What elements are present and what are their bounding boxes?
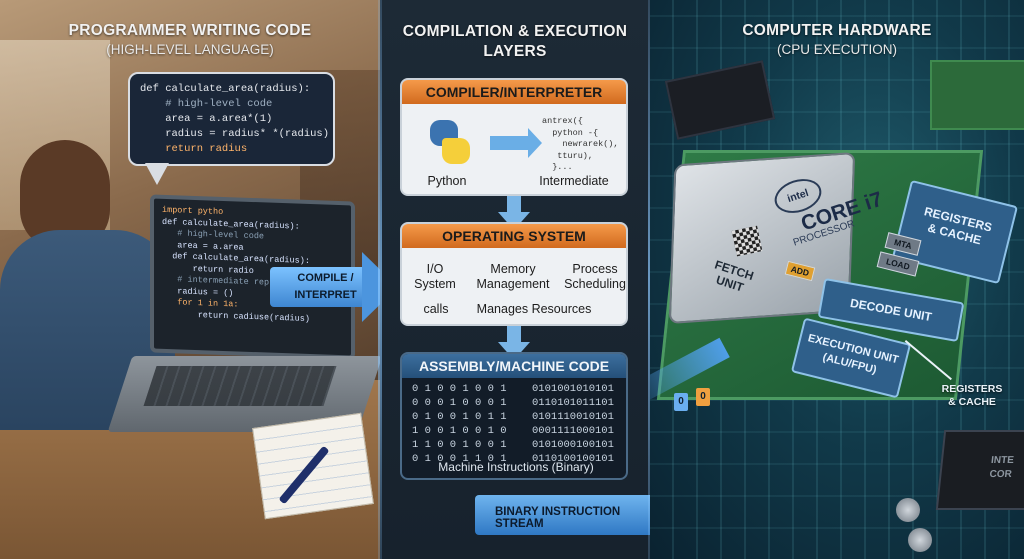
- compile-arrow-label: COMPILE / INTERPRET: [294, 272, 357, 301]
- panel-divider: [378, 0, 382, 559]
- compilation-panel-title: COMPILATION & EXECUTION LAYERS: [402, 23, 628, 60]
- bubble-code-line: def calculate_area(radius):: [140, 83, 311, 95]
- programmer-panel-subtitle: (HIGH-LEVEL LANGUAGE): [106, 42, 274, 57]
- qr-code-icon: [731, 225, 763, 257]
- binary-bit: 0: [674, 393, 688, 411]
- os-box-header: OPERATING SYSTEM: [402, 224, 626, 248]
- bubble-code-line: radius = radius* *(radius): [140, 128, 330, 140]
- binary-stream-label: BINARY INSTRUCTION STREAM: [495, 506, 621, 530]
- binary-stream-arrow: BINARY INSTRUCTION STREAM: [475, 487, 650, 543]
- bubble-code-line: area = a.area*(1): [140, 113, 273, 125]
- binary-block-right: 0101001010101 0110101011101 010111001010…: [532, 383, 614, 465]
- intermediate-label: Intermediate: [539, 174, 609, 188]
- machine-instructions-label: Machine Instructions (Binary): [438, 460, 594, 474]
- assembly-box: ASSEMBLY/MACHINE CODE 0 1 0 0 1 0 0 1 0 …: [400, 352, 628, 480]
- os-box: OPERATING SYSTEM I/O System Memory Manag…: [400, 222, 628, 326]
- arrow-right-icon: [490, 128, 542, 158]
- secondary-chip-label: INTE COR: [988, 455, 1015, 480]
- programmer-panel-title: PROGRAMMER WRITING CODE: [68, 22, 312, 39]
- os-item-memory: Memory Management: [476, 262, 550, 291]
- intermediate-snippet: antrex({ python -{ newrarek(), tturu), }…: [542, 116, 619, 172]
- python-label: Python: [427, 174, 467, 188]
- compile-arrow-shaft: [270, 267, 365, 307]
- bubble-code-line: return radius: [140, 143, 248, 155]
- compiler-box-header: COMPILER/INTERPRETER: [402, 80, 626, 104]
- hardware-panel-subtitle: (CPU EXECUTION): [776, 42, 897, 57]
- python-logo-icon: [430, 120, 470, 164]
- os-item-process: Process Scheduling: [564, 262, 626, 291]
- stream-arrow-shaft: [475, 495, 650, 535]
- compile-arrow-head: [362, 252, 380, 322]
- binary-block-left: 0 1 0 0 1 0 0 1 0 0 0 1 0 0 0 1 0 1 0 0 …: [412, 383, 507, 465]
- assembly-box-header: ASSEMBLY/MACHINE CODE: [402, 354, 626, 378]
- code-speech-bubble: def calculate_area(radius): # high-level…: [128, 72, 335, 166]
- os-item-io: I/O System: [414, 262, 456, 291]
- registers-cache-callout: REGISTERS & CACHE: [941, 383, 1003, 408]
- os-footer-calls: calls: [423, 302, 449, 316]
- binary-bit: 0: [696, 388, 710, 406]
- hardware-panel-title: COMPUTER HARDWARE: [742, 22, 932, 39]
- laptop-keyboard: [143, 366, 337, 406]
- incoming-stream-arrow: [650, 337, 750, 420]
- capacitor-icon: [908, 528, 932, 552]
- secondary-chip: INTE COR: [935, 430, 1024, 510]
- compile-arrow: COMPILE / INTERPRET: [270, 252, 380, 322]
- compiler-box: COMPILER/INTERPRETER antrex({ python -{ …: [400, 78, 628, 196]
- programmer-panel: PROGRAMMER WRITING CODE (HIGH-LEVEL LANG…: [0, 0, 380, 559]
- os-footer-resources: Manages Resources: [476, 302, 592, 316]
- compilation-panel: COMPILATION & EXECUTION LAYERS COMPILER/…: [380, 0, 650, 559]
- bubble-code-line: # high-level code: [140, 98, 273, 110]
- memory-module: [930, 60, 1024, 130]
- bubble-tail: [145, 163, 169, 185]
- capacitor-icon: [896, 498, 920, 522]
- hardware-panel: COMPUTER HARDWARE (CPU EXECUTION) intel …: [650, 0, 1024, 559]
